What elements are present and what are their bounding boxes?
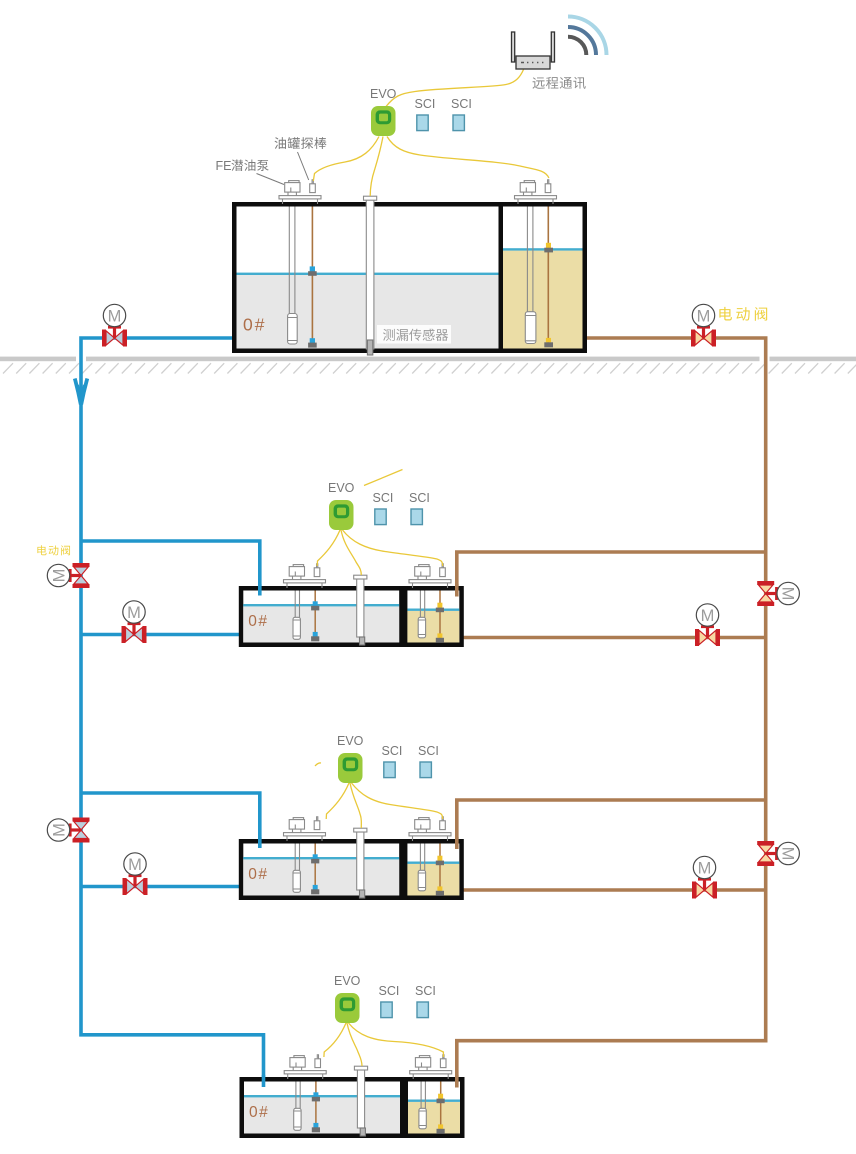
svg-text:FE: FE xyxy=(216,159,232,173)
svg-text:0#: 0# xyxy=(243,315,266,335)
